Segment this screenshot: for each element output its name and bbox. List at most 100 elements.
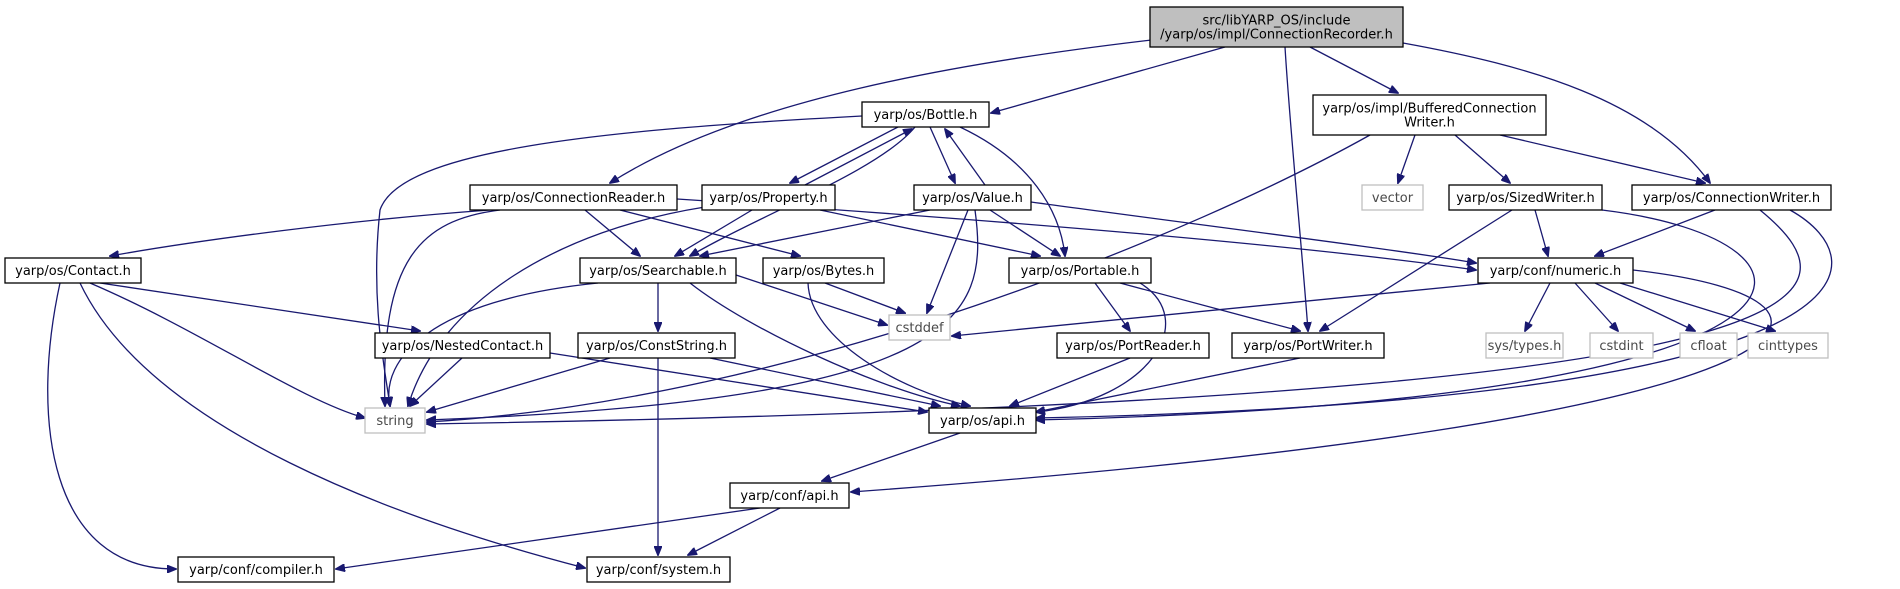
node-compiler[interactable]: yarp/conf/compiler.h <box>177 556 335 583</box>
node-label: yarp/os/Value.h <box>922 191 1023 206</box>
node-bottle[interactable]: yarp/os/Bottle.h <box>861 101 990 128</box>
edge-numeric-to-cfloat <box>1594 282 1695 331</box>
node-conststring[interactable]: yarp/os/ConstString.h <box>577 332 736 359</box>
node-box <box>913 184 1032 211</box>
edge-portable-to-portwriter <box>1119 282 1300 331</box>
node-label: yarp/conf/compiler.h <box>189 563 323 578</box>
edge-confapi-to-system <box>688 507 781 555</box>
node-box <box>1747 332 1829 359</box>
node-box <box>1631 184 1832 211</box>
node-value[interactable]: yarp/os/Value.h <box>913 184 1032 211</box>
edge-conststring-to-osapi <box>709 357 940 406</box>
node-nested[interactable]: yarp/os/NestedContact.h <box>374 332 551 359</box>
edge-portable-to-portreader <box>1094 282 1130 331</box>
nodes: src/libYARP_OS/include/yarp/os/impl/Conn… <box>4 6 1832 583</box>
edge-bcw-to-string <box>427 134 1371 422</box>
node-confapi[interactable]: yarp/conf/api.h <box>729 482 850 509</box>
node-label: Writer.h <box>1404 116 1455 131</box>
edge-root-to-cwriter <box>1402 42 1710 183</box>
node-label: yarp/os/Bottle.h <box>874 108 978 123</box>
edge-value-to-cstddef <box>927 209 969 313</box>
edge-sizedwriter-to-portwriter <box>1320 209 1513 331</box>
edge-value-to-string <box>427 209 979 420</box>
node-box <box>1477 257 1634 284</box>
node-portreader[interactable]: yarp/os/PortReader.h <box>1056 332 1210 359</box>
node-box <box>579 257 737 284</box>
node-creader[interactable]: yarp/os/ConnectionReader.h <box>469 184 678 211</box>
edge-root-to-bottle <box>991 46 1226 113</box>
edge-contact-to-system <box>79 282 585 568</box>
node-osapi[interactable]: yarp/os/api.h <box>928 407 1037 434</box>
node-box <box>364 407 426 434</box>
edge-root-to-bcw <box>1309 46 1398 93</box>
node-box <box>1056 332 1210 359</box>
node-box <box>1589 332 1654 359</box>
node-label: vector <box>1372 191 1414 206</box>
node-label: /yarp/os/impl/ConnectionRecorder.h <box>1160 28 1393 43</box>
node-box <box>928 407 1037 434</box>
edge-numeric-to-cstddef <box>952 282 1491 336</box>
node-box <box>888 314 951 341</box>
edge-bcw-to-sizedwriter <box>1454 134 1510 183</box>
node-box <box>1485 332 1564 359</box>
node-cstdint: cstdint <box>1589 332 1654 359</box>
edge-value-to-searchable <box>700 209 931 256</box>
node-box <box>374 332 551 359</box>
edge-numeric-to-systypes <box>1525 282 1551 331</box>
edge-bcw-to-vector <box>1398 134 1416 183</box>
edge-cwriter-to-string <box>427 209 1801 424</box>
edge-searchable-to-osapi <box>689 282 960 406</box>
node-label: yarp/conf/numeric.h <box>1490 264 1622 279</box>
node-contact[interactable]: yarp/os/Contact.h <box>4 257 142 284</box>
node-box <box>762 257 885 284</box>
node-vector: vector <box>1361 184 1424 211</box>
edge-bytes-to-cstddef <box>824 282 905 313</box>
edge-contact-to-compiler <box>47 282 176 569</box>
node-bytes[interactable]: yarp/os/Bytes.h <box>762 257 885 284</box>
node-box <box>1679 332 1738 359</box>
node-label: yarp/os/Property.h <box>709 191 827 206</box>
node-searchable[interactable]: yarp/os/Searchable.h <box>579 257 737 284</box>
edge-value-to-portable <box>989 209 1060 256</box>
node-box <box>1361 184 1424 211</box>
edge-root-to-creader <box>610 38 1161 183</box>
edge-bottle-to-value <box>929 126 955 183</box>
node-cwriter[interactable]: yarp/os/ConnectionWriter.h <box>1631 184 1832 211</box>
edge-osapi-to-confapi <box>822 432 961 481</box>
node-portable[interactable]: yarp/os/Portable.h <box>1008 257 1152 284</box>
node-label: yarp/os/ConnectionReader.h <box>482 191 666 206</box>
node-box <box>701 184 836 211</box>
node-box <box>469 184 678 211</box>
node-box <box>577 332 736 359</box>
edge-creader-to-searchable <box>584 209 640 256</box>
node-box <box>1312 94 1547 136</box>
node-systypes: sys/types.h <box>1485 332 1564 359</box>
edge-bottle-to-portable <box>959 126 1065 256</box>
edge-portreader-to-osapi <box>1010 357 1131 406</box>
node-portwriter[interactable]: yarp/os/PortWriter.h <box>1231 332 1385 359</box>
node-box <box>4 257 142 284</box>
node-numeric[interactable]: yarp/conf/numeric.h <box>1477 257 1634 284</box>
edge-portwriter-to-osapi <box>1036 357 1301 412</box>
node-label: yarp/os/Portable.h <box>1021 264 1140 279</box>
node-box <box>586 556 731 583</box>
node-label: cstdint <box>1599 339 1643 354</box>
edge-numeric-to-confapi <box>851 269 1772 492</box>
node-system[interactable]: yarp/conf/system.h <box>586 556 731 583</box>
edge-value-to-numeric <box>1030 201 1476 263</box>
node-label: yarp/os/PortWriter.h <box>1243 339 1372 354</box>
node-box <box>861 101 990 128</box>
node-label: yarp/os/Searchable.h <box>589 264 727 279</box>
node-label: yarp/conf/api.h <box>740 489 838 504</box>
edges <box>47 38 1833 569</box>
edge-creader-to-bytes <box>619 209 800 256</box>
node-root[interactable]: src/libYARP_OS/include/yarp/os/impl/Conn… <box>1149 6 1404 48</box>
edge-numeric-to-cstdint <box>1574 282 1618 331</box>
node-property[interactable]: yarp/os/Property.h <box>701 184 836 211</box>
edge-root-to-portwriter <box>1284 46 1308 331</box>
node-box <box>729 482 850 509</box>
edge-property-to-bottle <box>804 129 912 186</box>
node-sizedwriter[interactable]: yarp/os/SizedWriter.h <box>1448 184 1603 211</box>
